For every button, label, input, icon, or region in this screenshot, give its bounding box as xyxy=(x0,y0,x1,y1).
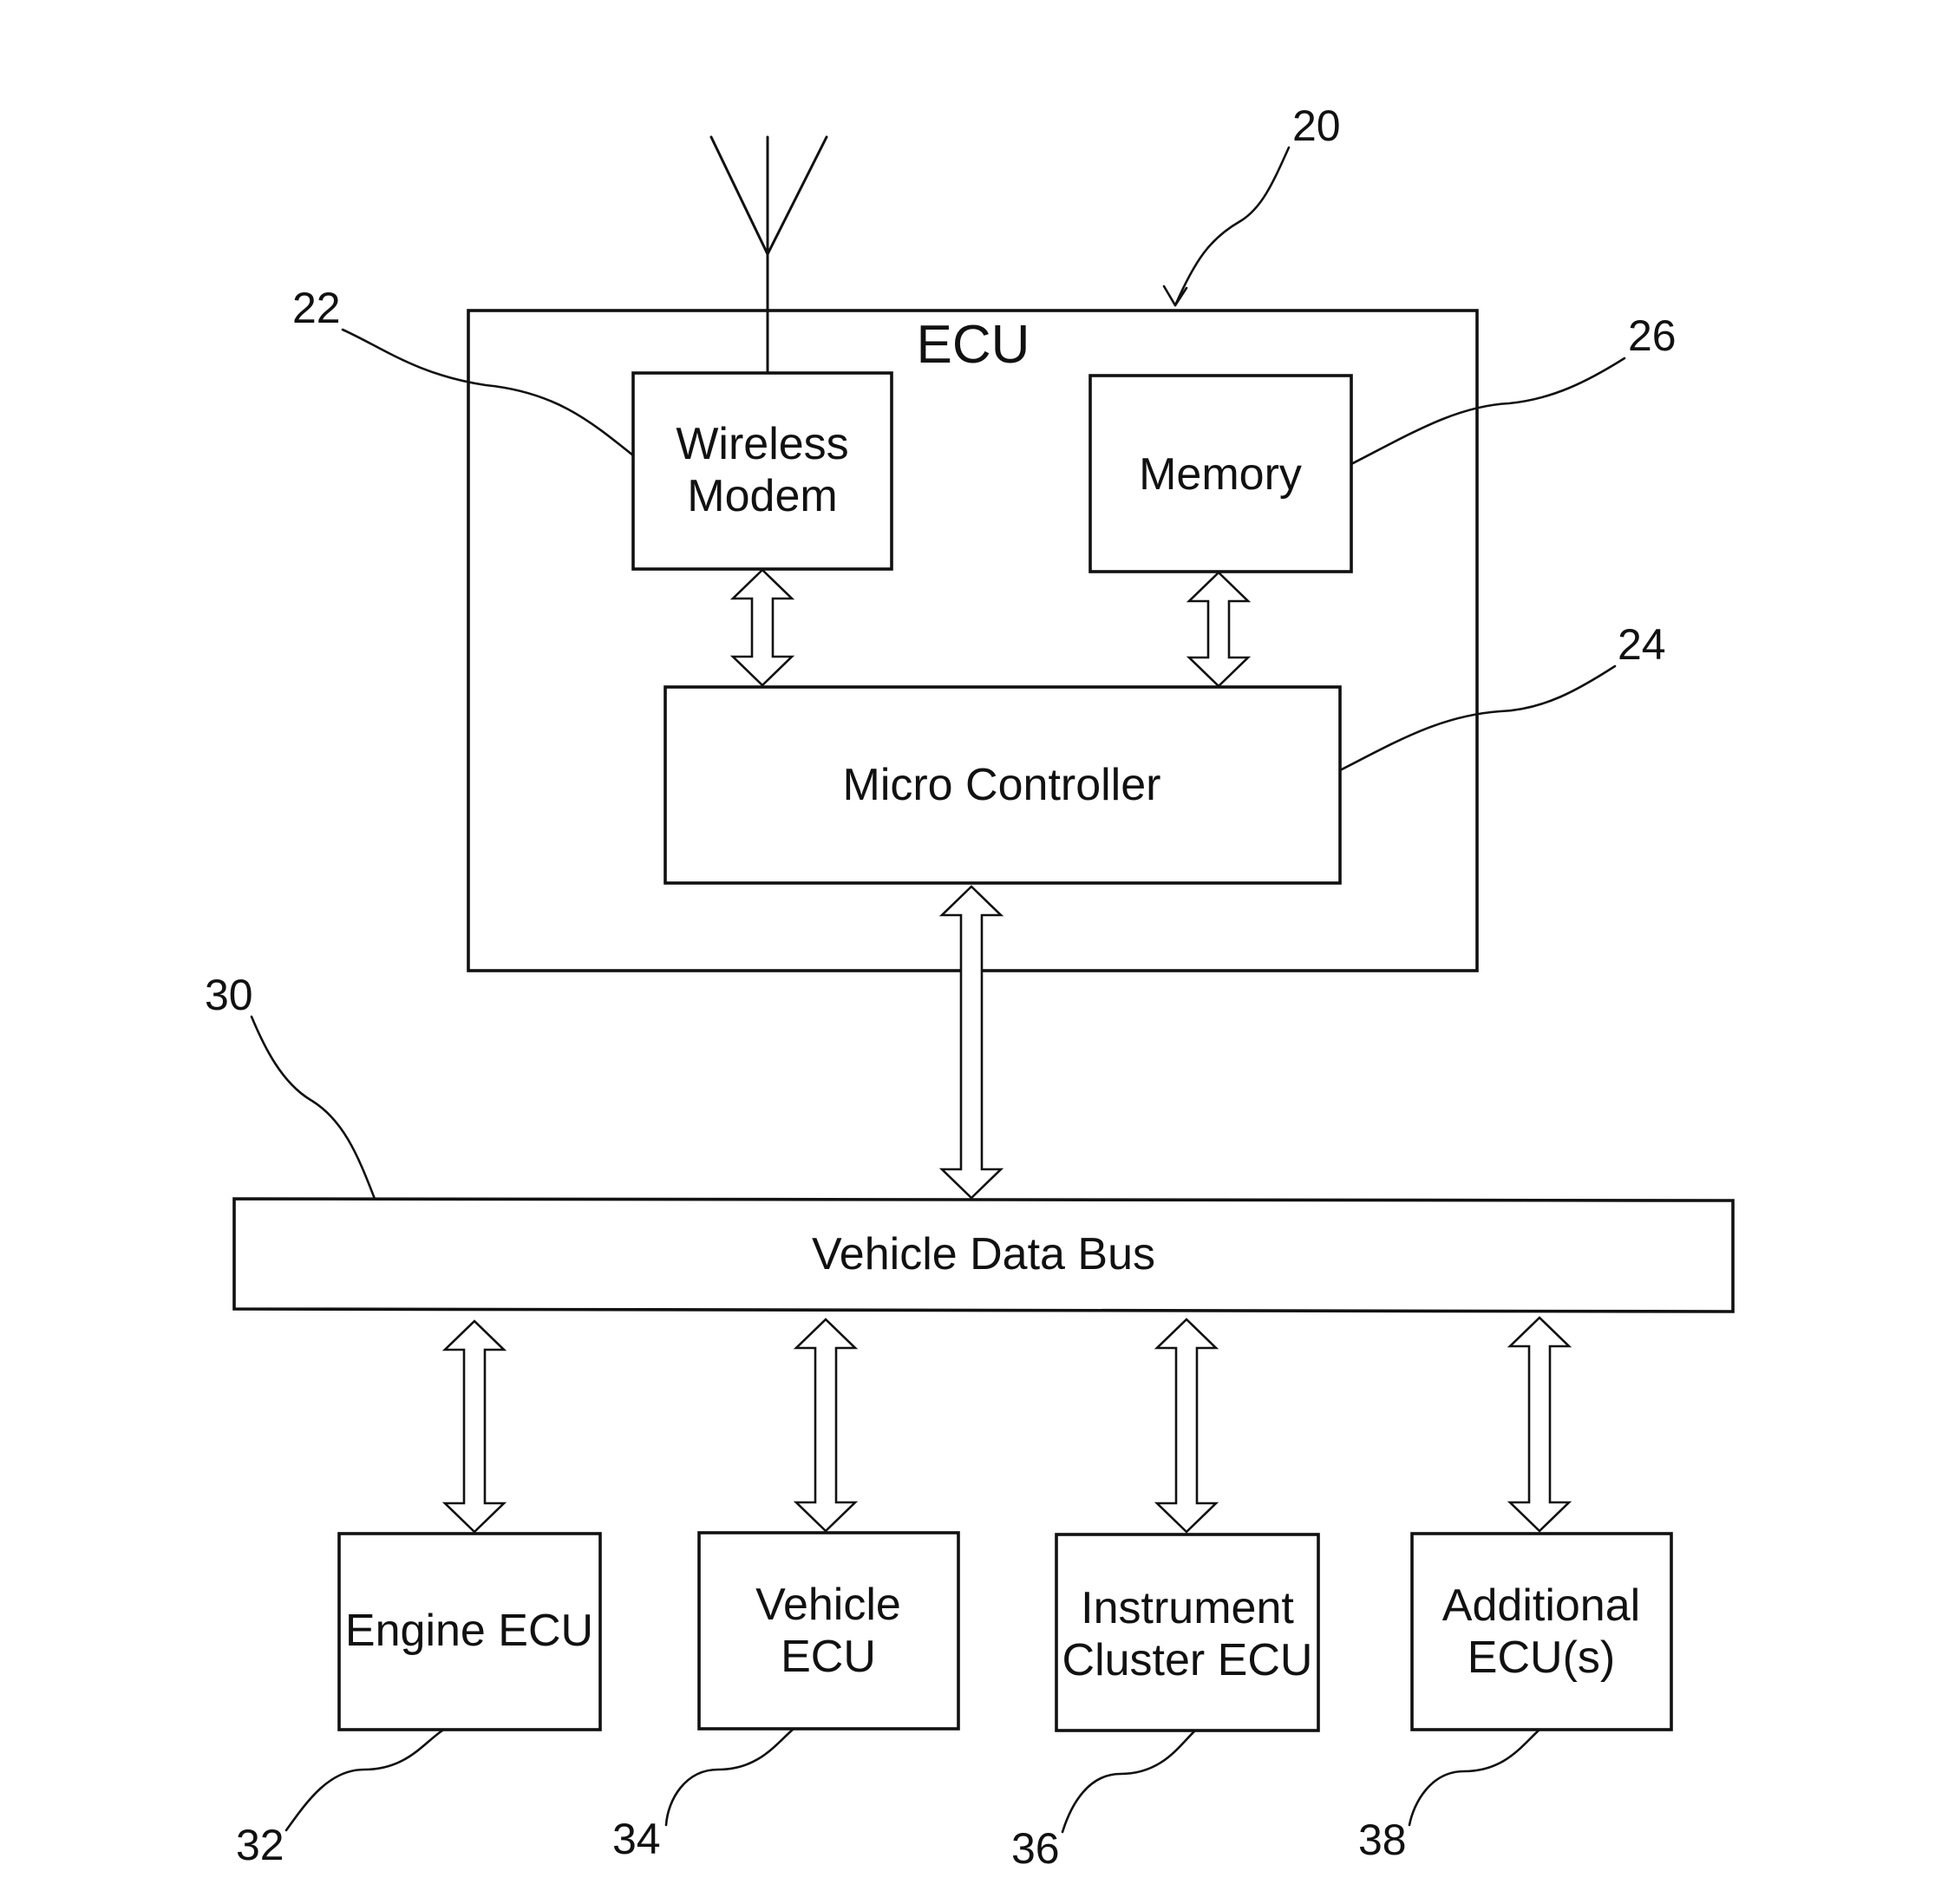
ref-26-lead xyxy=(1351,358,1624,464)
ref-numeral-30: 30 xyxy=(205,971,253,1019)
engine-ecu-label: Engine ECU xyxy=(345,1606,593,1656)
vehicle-ecu-block: Vehicle ECU xyxy=(699,1533,958,1729)
additional-ecus-block: Additional ECU(s) xyxy=(1412,1534,1671,1730)
ref-34-lead xyxy=(666,1729,794,1825)
instrument-cluster-ecu-label-line2: Cluster ECU xyxy=(1062,1635,1313,1685)
vehicle-ecu-label-line1: Vehicle xyxy=(755,1580,901,1630)
vehicle-ecu-label-line2: ECU xyxy=(781,1632,876,1682)
micro-controller-label: Micro Controller xyxy=(843,760,1161,810)
bus-vehicle-ecu-connector-arrow xyxy=(796,1319,855,1531)
modem-controller-connector-arrow xyxy=(733,570,792,685)
ref-38-lead xyxy=(1409,1730,1540,1825)
ref-20-arrow-lead xyxy=(1175,147,1289,305)
wireless-modem-block: Wireless Modem xyxy=(633,373,892,569)
wireless-modem-label-line1: Wireless xyxy=(676,419,848,469)
antenna-icon xyxy=(711,137,827,373)
ref-36-lead xyxy=(1062,1731,1195,1832)
memory-block: Memory xyxy=(1090,376,1351,572)
ref-numeral-34: 34 xyxy=(612,1815,661,1863)
ref-numeral-24: 24 xyxy=(1618,620,1666,669)
ref-32-lead xyxy=(286,1731,442,1830)
bus-additional-ecus-connector-arrow xyxy=(1510,1318,1569,1531)
instrument-cluster-ecu-block: Instrument Cluster ECU xyxy=(1056,1534,1318,1731)
controller-bus-connector-arrow xyxy=(942,887,1001,1198)
ref-22-lead xyxy=(343,330,633,455)
ref-numeral-36: 36 xyxy=(1011,1824,1060,1873)
vehicle-data-bus-label: Vehicle Data Bus xyxy=(812,1229,1155,1279)
memory-label: Memory xyxy=(1139,449,1302,500)
vehicle-data-bus-block: Vehicle Data Bus xyxy=(234,1199,1733,1312)
ref-numeral-38: 38 xyxy=(1358,1816,1407,1864)
engine-ecu-block: Engine ECU xyxy=(339,1534,600,1730)
ecu-title: ECU xyxy=(917,315,1030,375)
ref-numeral-32: 32 xyxy=(236,1821,284,1869)
ref-numeral-20: 20 xyxy=(1292,101,1341,150)
ref-30-lead xyxy=(252,1017,375,1199)
additional-ecus-label-line2: ECU(s) xyxy=(1468,1632,1615,1683)
additional-ecus-label-line1: Additional xyxy=(1442,1580,1640,1631)
bus-engine-ecu-connector-arrow xyxy=(445,1321,504,1532)
wireless-modem-label-line2: Modem xyxy=(687,471,837,521)
memory-controller-connector-arrow xyxy=(1189,573,1248,686)
instrument-cluster-ecu-label-line1: Instrument xyxy=(1081,1583,1294,1633)
ref-numeral-22: 22 xyxy=(292,284,341,332)
micro-controller-block: Micro Controller xyxy=(665,687,1340,883)
bus-instrument-cluster-ecu-connector-arrow xyxy=(1157,1319,1216,1532)
ref-numeral-26: 26 xyxy=(1628,311,1677,360)
